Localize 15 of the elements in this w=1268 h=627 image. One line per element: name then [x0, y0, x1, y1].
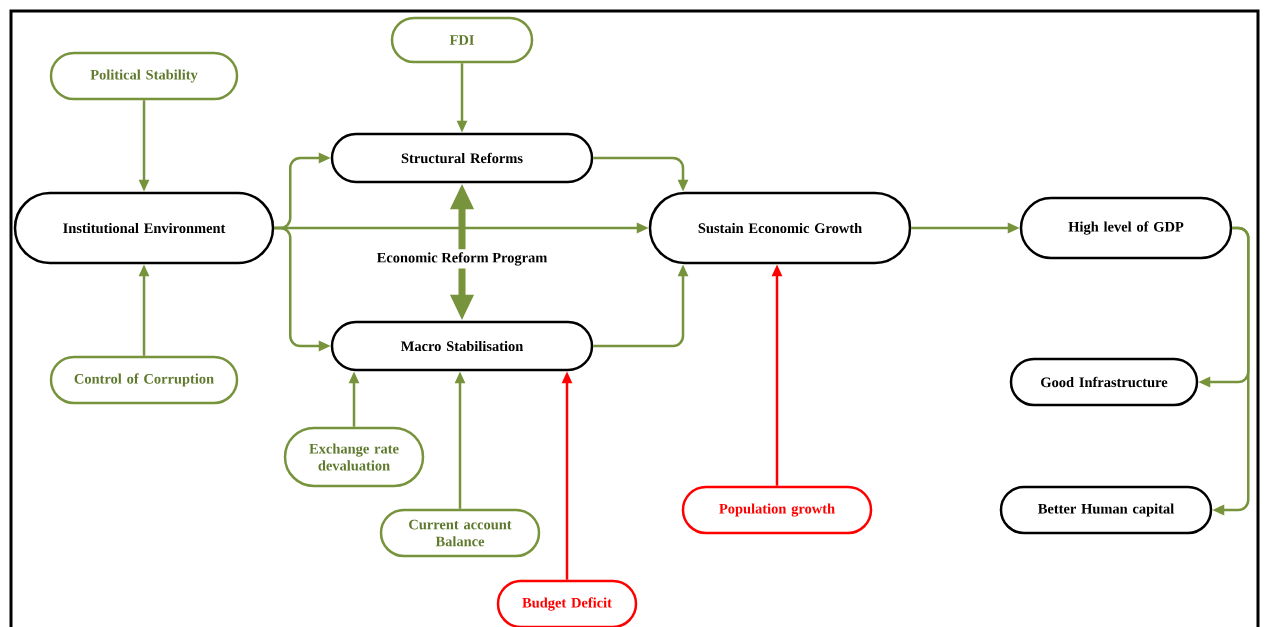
process-box: Better Human capital	[999, 485, 1213, 535]
factor-box: FDI	[390, 16, 534, 64]
process-box: Macro Stabilisation	[330, 320, 594, 372]
process-box: Structural Reforms	[330, 132, 594, 184]
factor-box: Control of Corruption	[49, 355, 239, 405]
factor-box: Population growth	[681, 485, 873, 535]
factor-box: Budget Deficit	[496, 579, 638, 627]
process-box: Good Infrastructure	[1009, 357, 1199, 407]
process-box: High level of GDP	[1019, 196, 1233, 260]
process-box: Sustain Economic Growth	[648, 191, 912, 265]
factor-box: Current account Balance	[379, 508, 541, 558]
process-box: Institutional Environment	[13, 191, 275, 265]
edge-label: Economic Reform Program	[373, 249, 551, 269]
factor-box: Political Stability	[49, 51, 239, 101]
factor-box: Exchange rate devaluation	[283, 426, 425, 488]
